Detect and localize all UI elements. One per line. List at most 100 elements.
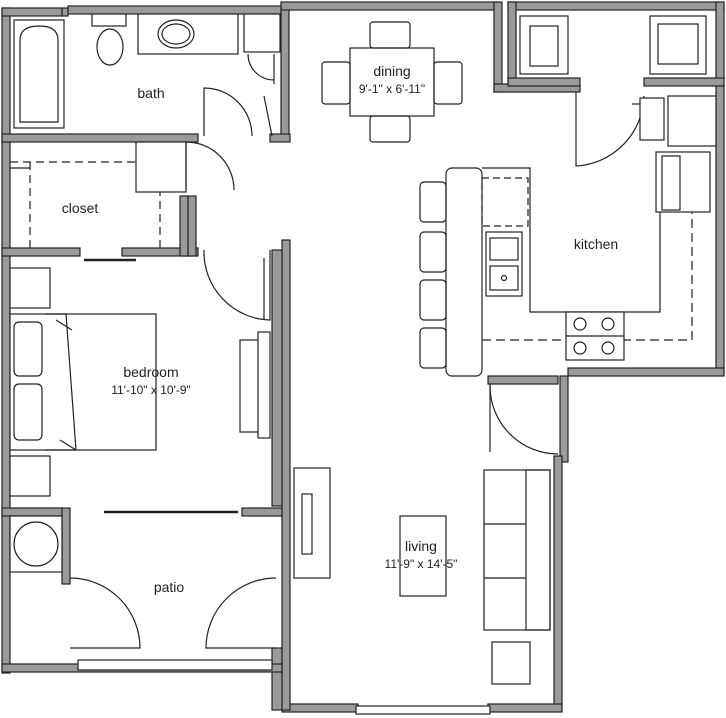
sink <box>157 19 195 49</box>
room-labels: bath closet dining 9'-1" x 6'-11" kitche… <box>62 63 618 595</box>
living-window <box>355 705 491 715</box>
wall-living-right-lower <box>553 455 563 707</box>
refrigerator <box>655 151 711 213</box>
room-dims-bedroom: 11'-10" x 10'-9" <box>111 383 191 397</box>
pantry <box>639 97 665 141</box>
dining-chair-top <box>369 21 411 49</box>
dining-table <box>349 47 435 117</box>
patio-railing <box>77 659 273 671</box>
burner-3 <box>573 341 587 355</box>
kitchen-sink <box>485 231 523 297</box>
linen-cabinet <box>243 13 281 53</box>
coffee-table <box>399 515 447 597</box>
wall-bath-bottom <box>1 133 199 143</box>
wall-bottom-living-left <box>281 703 359 713</box>
toilet-tank <box>91 13 127 27</box>
room-name-closet: closet <box>62 200 99 216</box>
pillow-bottom <box>13 383 43 441</box>
sofa-back <box>525 469 551 631</box>
room-dims-dining: 9'-1" x 6'-11" <box>359 82 425 96</box>
wall-dining-right <box>493 1 503 93</box>
room-name-bath: bath <box>137 85 164 101</box>
room-name-patio: patio <box>154 579 185 595</box>
bar-stool-1 <box>419 181 447 223</box>
utility-door-swing <box>575 92 645 167</box>
sofa <box>483 469 551 631</box>
wall-top-dining <box>280 1 497 11</box>
patio-unit-box <box>9 515 63 573</box>
refrigerator-inner <box>661 155 681 211</box>
linen-door <box>247 53 275 84</box>
wall-bedroom-right <box>271 249 283 507</box>
toilet-bowl <box>96 28 124 66</box>
wall-top-right <box>507 1 725 11</box>
wall-living-left <box>281 239 291 711</box>
bed-sheet-fold <box>46 313 77 451</box>
wall-closet-right <box>179 195 189 257</box>
wall-top-left <box>1 7 63 17</box>
patio-unit <box>13 521 59 567</box>
wall-closet-bottom <box>1 247 81 257</box>
sink-inner <box>161 23 191 45</box>
wall-bedroom-patio-right <box>241 507 283 517</box>
wall-kitchen-bottom <box>567 367 725 377</box>
washer-inner <box>529 25 559 67</box>
wall-outer-left <box>1 7 11 674</box>
pillow-top <box>13 321 43 377</box>
wall-closet-right-left <box>507 1 517 83</box>
dining-chair-left <box>321 61 351 105</box>
wall-patio-right <box>271 647 283 711</box>
wall-bath-bottom-right <box>269 133 291 143</box>
bedroom-door-swing <box>203 249 271 321</box>
wall-bath-dining <box>280 5 290 137</box>
wall-top-main <box>67 5 284 15</box>
room-name-living: living <box>405 538 437 554</box>
burner-4 <box>601 341 615 355</box>
tv-console <box>293 467 331 579</box>
kitchen-cabinet-right <box>667 95 717 147</box>
wall-bottom-living-right <box>487 703 563 713</box>
bar-stool-3 <box>419 279 447 321</box>
bar-stool-4 <box>419 327 447 369</box>
bathtub <box>13 19 65 129</box>
bath-door-swing <box>203 87 253 137</box>
kitchen-counter-dashed <box>482 212 693 341</box>
burner-1 <box>573 317 587 331</box>
closet-door-swing <box>185 141 235 191</box>
nightstand-bottom <box>9 455 51 497</box>
patio-door-right <box>205 577 277 649</box>
patio-door-left <box>69 577 141 649</box>
room-name-kitchen: kitchen <box>574 236 618 252</box>
bar-stool-2 <box>419 231 447 273</box>
bed <box>9 313 157 451</box>
wall-bath-top <box>61 7 69 17</box>
burner-2 <box>601 317 615 331</box>
dishwasher <box>481 177 529 227</box>
wall-closet-right-bottom <box>507 77 581 87</box>
tv <box>301 493 313 555</box>
interior-lines <box>9 13 717 715</box>
kitchen-counter <box>482 167 661 313</box>
washer <box>519 15 569 75</box>
room-name-bedroom: bedroom <box>123 364 178 380</box>
wall-living-right <box>559 375 569 463</box>
nightstand-top <box>9 267 51 309</box>
wall-closet-right2 <box>187 195 197 257</box>
wall-patio-left-stub <box>61 507 71 585</box>
bedroom-tv <box>257 331 271 439</box>
bath-door-leaf <box>263 95 273 137</box>
sink-basin-bottom <box>489 265 519 291</box>
dining-chair-bottom <box>369 115 411 143</box>
vanity <box>137 13 239 55</box>
room-name-dining: dining <box>373 63 410 79</box>
sink-basin-top <box>489 237 519 261</box>
closet-door-frame <box>135 141 187 193</box>
wall-kitchen-bottom-left <box>487 375 559 385</box>
sink-drain <box>500 274 508 282</box>
entry-door-swing <box>489 384 559 455</box>
wall-outer-right <box>715 1 725 375</box>
side-table <box>491 641 531 685</box>
dining-chair-right <box>433 61 463 105</box>
